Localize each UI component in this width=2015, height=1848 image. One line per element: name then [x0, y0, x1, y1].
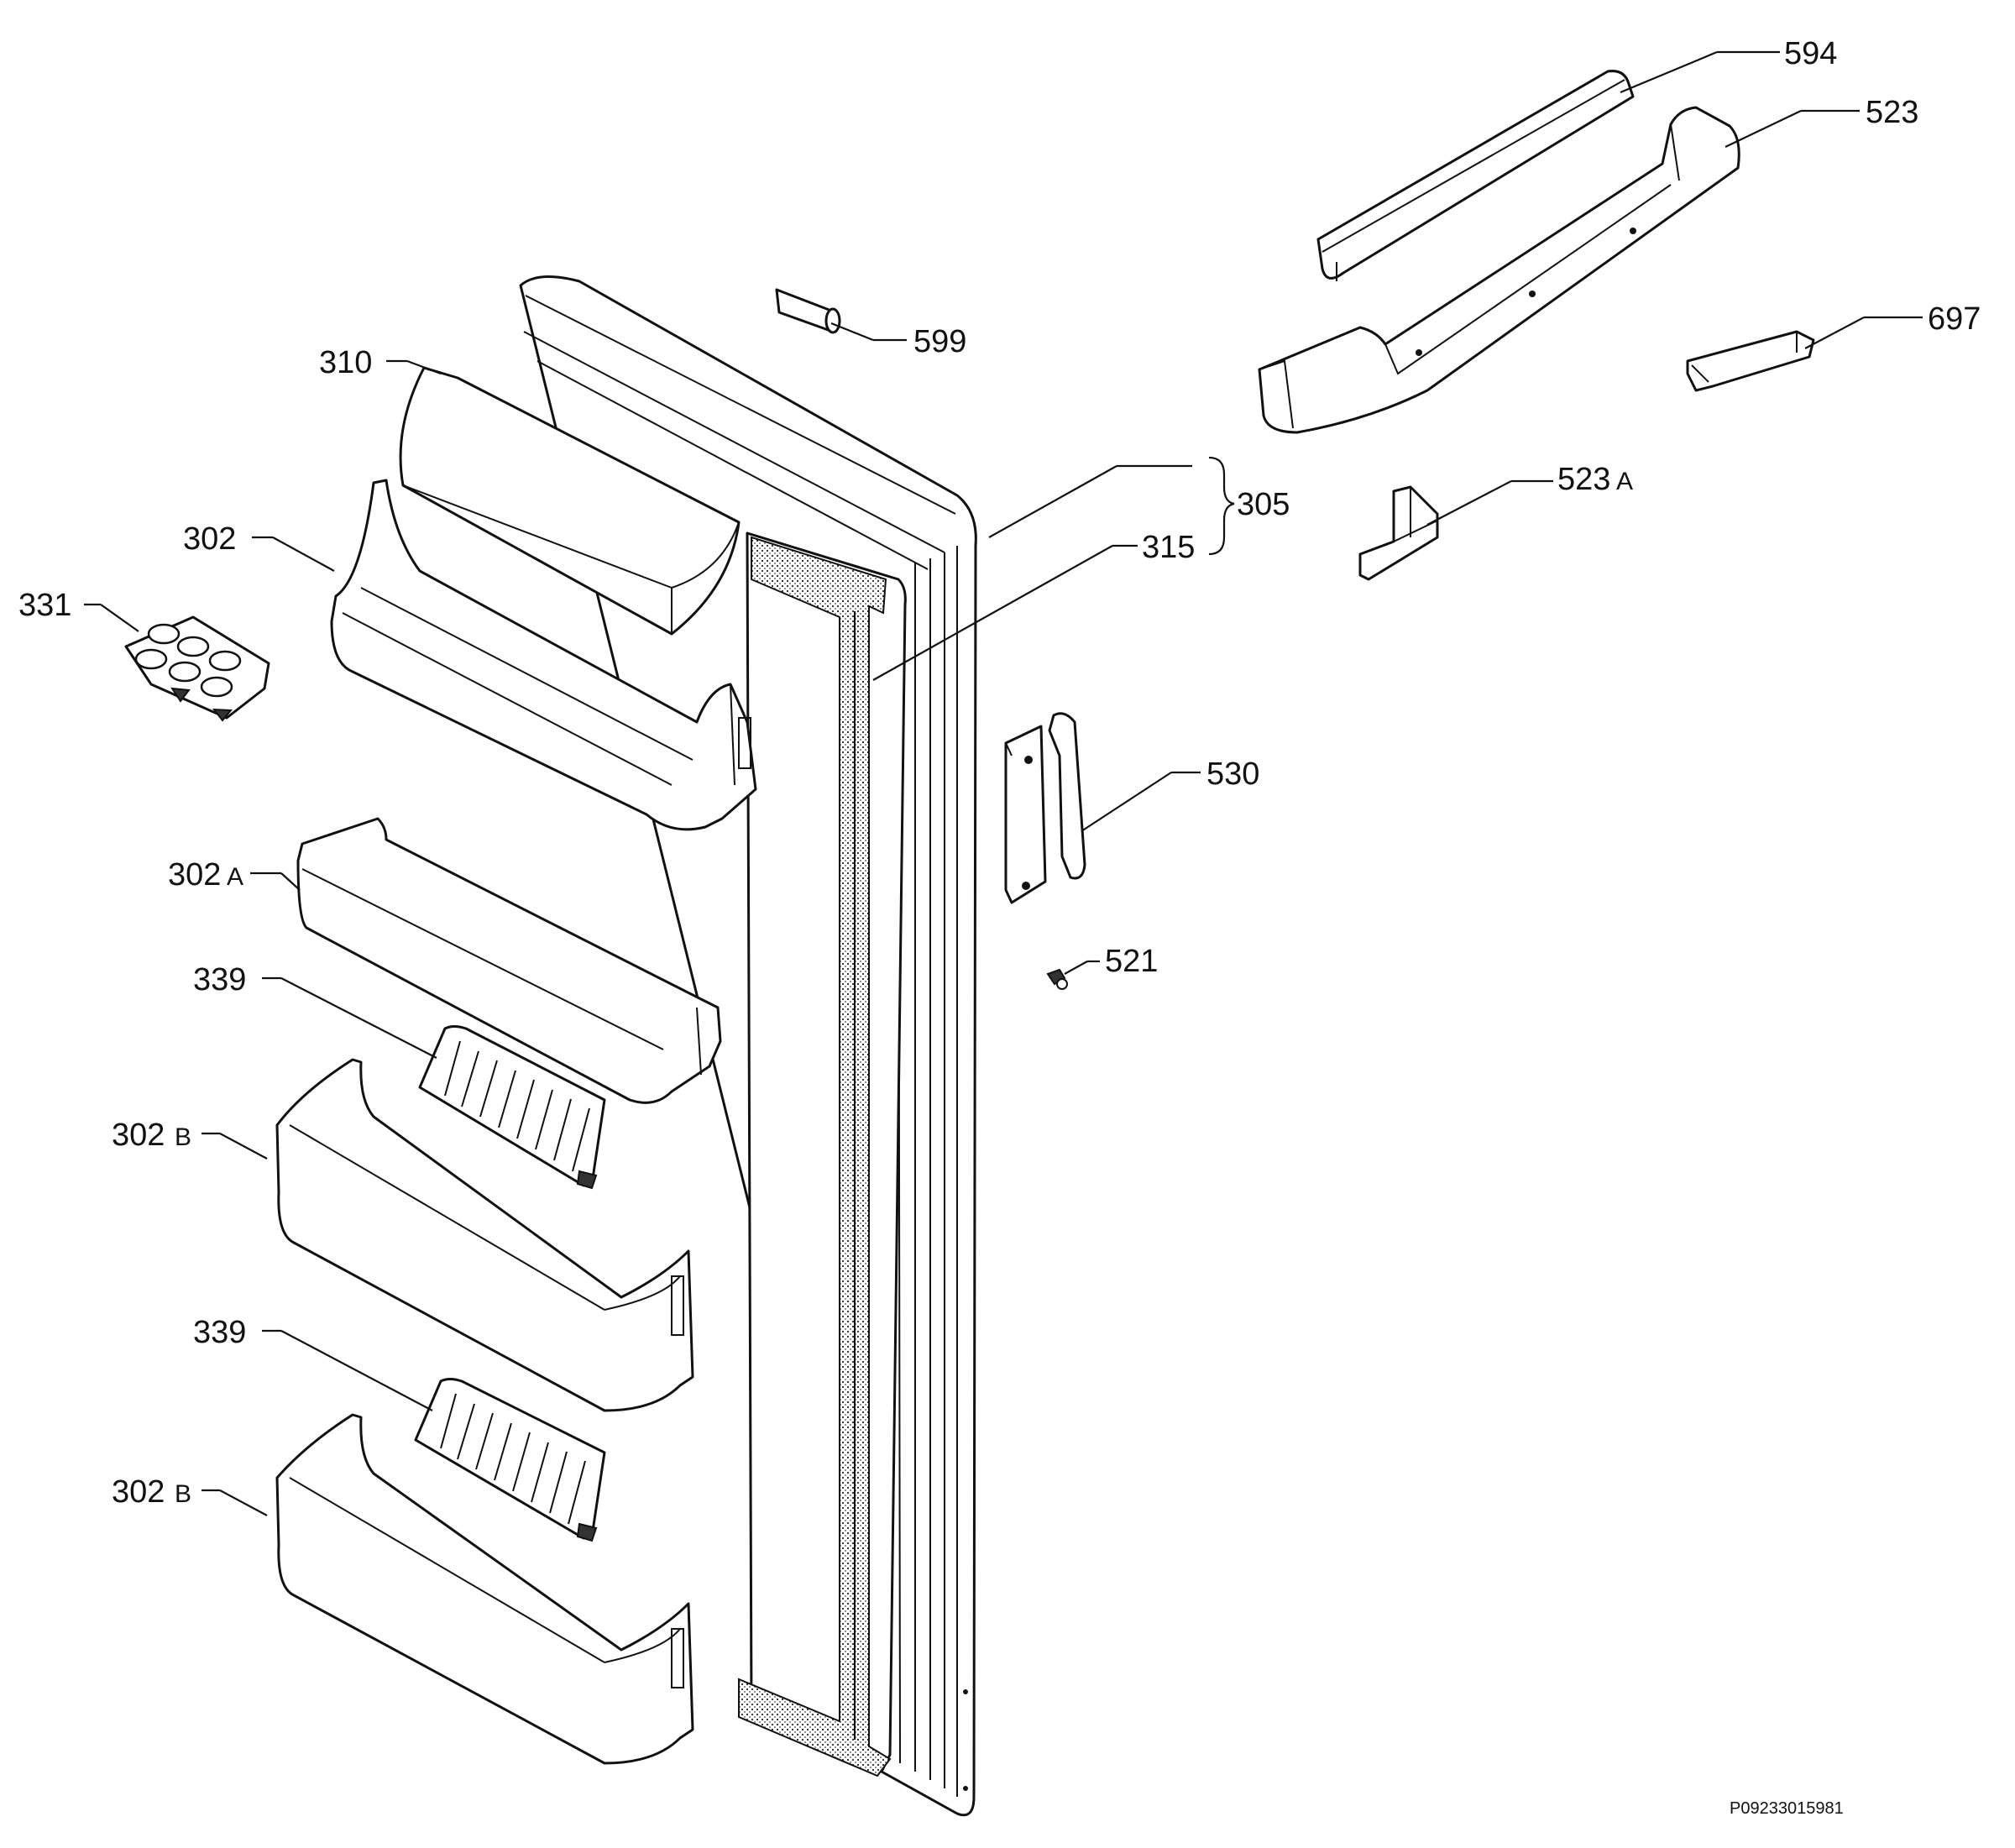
callout-530: 530 [1206, 756, 1259, 792]
leader-lines [84, 50, 1923, 1516]
bracket-305 [1208, 456, 1235, 556]
callout-339-1: 339 [193, 962, 246, 997]
callout-599: 599 [913, 324, 966, 359]
part-302-door-bin [330, 479, 757, 831]
callout-339-2: 339 [193, 1315, 246, 1350]
callout-302a-suffix: A [227, 863, 243, 891]
part-331-egg-tray [124, 615, 270, 722]
door-panel [519, 275, 977, 1817]
callout-302b-1: 302 [112, 1118, 165, 1153]
callout-315: 315 [1142, 530, 1195, 565]
callout-523: 523 [1866, 95, 1918, 130]
callout-labels: 594 523 697 599 310 305 315 302 523 A 33… [18, 36, 1981, 1510]
callout-302b-2-suffix: B [175, 1480, 191, 1508]
part-523a-bracket [1358, 485, 1439, 581]
part-339-bottle-holder-1 [418, 1025, 606, 1190]
part-339-bottle-holder-2 [414, 1378, 606, 1542]
reference-code: P09233015981 [1730, 1799, 1844, 1818]
part-594-handle-cover [1316, 70, 1635, 281]
callout-302b-1-suffix: B [175, 1123, 191, 1151]
part-302b-bin-1 [275, 1058, 694, 1412]
part-599-pin [775, 288, 841, 334]
callout-302b-2: 302 [112, 1474, 165, 1510]
part-302b-bin-2 [275, 1413, 694, 1765]
callout-594: 594 [1784, 36, 1837, 71]
callout-302: 302 [183, 521, 236, 557]
callout-331: 331 [18, 588, 71, 623]
callout-523a-suffix: A [1616, 468, 1633, 495]
part-521-screw [1046, 968, 1068, 990]
callout-310: 310 [319, 345, 372, 380]
callout-697: 697 [1928, 301, 1981, 337]
callout-521: 521 [1105, 944, 1158, 979]
callout-302a: 302 [168, 857, 221, 893]
part-310-shelf-cover [399, 366, 741, 636]
part-302a-shallow-bin [296, 817, 722, 1104]
part-697-clip [1686, 330, 1815, 392]
part-523-handle [1258, 106, 1740, 434]
callout-523a: 523 [1557, 462, 1610, 497]
part-530-latch [1004, 712, 1086, 904]
callout-305: 305 [1237, 487, 1290, 522]
